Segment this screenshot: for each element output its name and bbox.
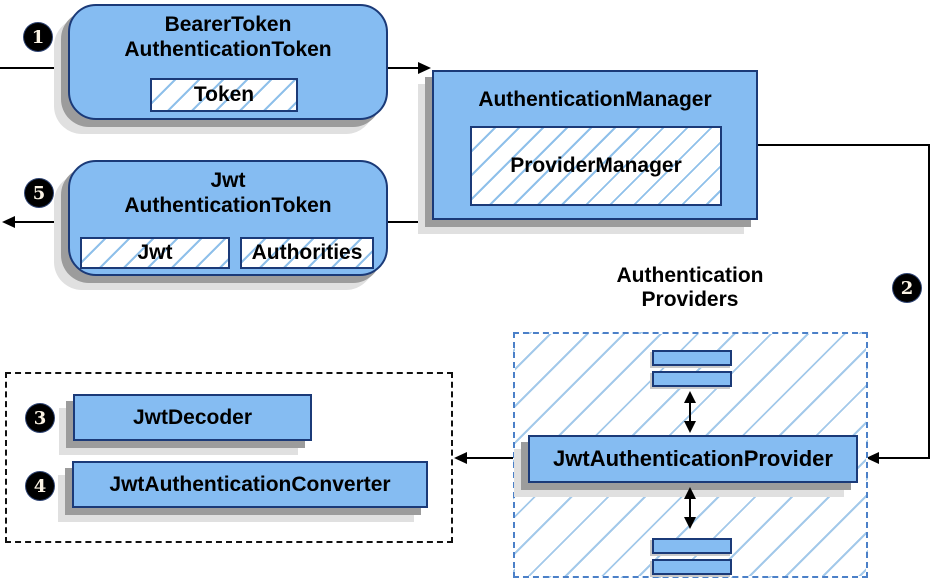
double-arrow-top-icon <box>684 391 696 433</box>
bearer-token-title-line1: BearerToken <box>164 13 292 36</box>
flow-line-outgoing <box>14 221 68 223</box>
jwt-chip: Jwt <box>80 237 230 269</box>
authentication-manager-title: AuthenticationManager <box>434 72 756 113</box>
jwt-authentication-converter-node: JwtAuthenticationConverter <box>72 461 428 508</box>
jwt-token-title-line1: Jwt <box>210 169 246 192</box>
arrow-down-icon <box>684 421 696 433</box>
arrowhead-outgoing-icon <box>2 216 15 228</box>
bearer-token-node: BearerToken AuthenticationToken Token <box>68 4 388 120</box>
jwt-token-title-line2: AuthenticationToken <box>124 193 332 217</box>
flow-line-bearer-to-manager <box>388 67 420 69</box>
double-arrow-bottom-icon <box>684 487 696 529</box>
bearer-token-title: BearerToken AuthenticationToken <box>70 6 386 63</box>
token-chip: Token <box>150 78 298 112</box>
jwt-authentication-token-node: Jwt AuthenticationToken Jwt Authorities <box>68 160 388 276</box>
provider-manager-chip: ProviderManager <box>470 126 722 206</box>
step-badge-5: 5 <box>25 179 53 207</box>
arrow-up-icon <box>684 487 696 499</box>
step-badge-3: 3 <box>26 404 54 432</box>
authorities-chip: Authorities <box>240 237 374 269</box>
jwt-decoder-node: JwtDecoder <box>73 394 312 441</box>
flow-line-step2-bottom <box>878 457 929 459</box>
flow-line-provider-to-decoders <box>466 457 528 459</box>
arrow-down-icon <box>684 517 696 529</box>
step-badge-1: 1 <box>24 23 52 51</box>
jwt-token-title: Jwt AuthenticationToken <box>70 162 386 219</box>
provider-placeholder-bar <box>652 350 732 366</box>
providers-group-title-line1: Authentication <box>616 264 764 287</box>
step-badge-2: 2 <box>893 274 921 302</box>
authentication-manager-title-text: AuthenticationManager <box>478 88 712 111</box>
flow-line-step2-right <box>928 144 930 459</box>
provider-placeholder-bar <box>652 559 732 575</box>
jwt-authentication-provider-node: JwtAuthenticationProvider <box>528 435 858 483</box>
providers-group-title-line2: Providers <box>641 288 739 312</box>
arrowhead-into-manager-icon <box>418 62 431 74</box>
flow-line-step2-top <box>758 144 930 146</box>
provider-placeholder-bar <box>652 538 732 554</box>
arrow-up-icon <box>684 391 696 403</box>
authentication-manager-node: AuthenticationManager ProviderManager <box>432 70 758 220</box>
flow-line-incoming <box>0 67 68 69</box>
provider-placeholder-bar <box>652 371 732 387</box>
flow-line-manager-to-jwt <box>388 221 432 223</box>
arrowhead-into-provider-icon <box>866 452 879 464</box>
providers-group-title: Authentication Providers <box>565 264 815 312</box>
step-badge-4: 4 <box>26 472 54 500</box>
arrowhead-into-decoders-icon <box>454 452 467 464</box>
bearer-token-title-line2: AuthenticationToken <box>124 37 332 61</box>
